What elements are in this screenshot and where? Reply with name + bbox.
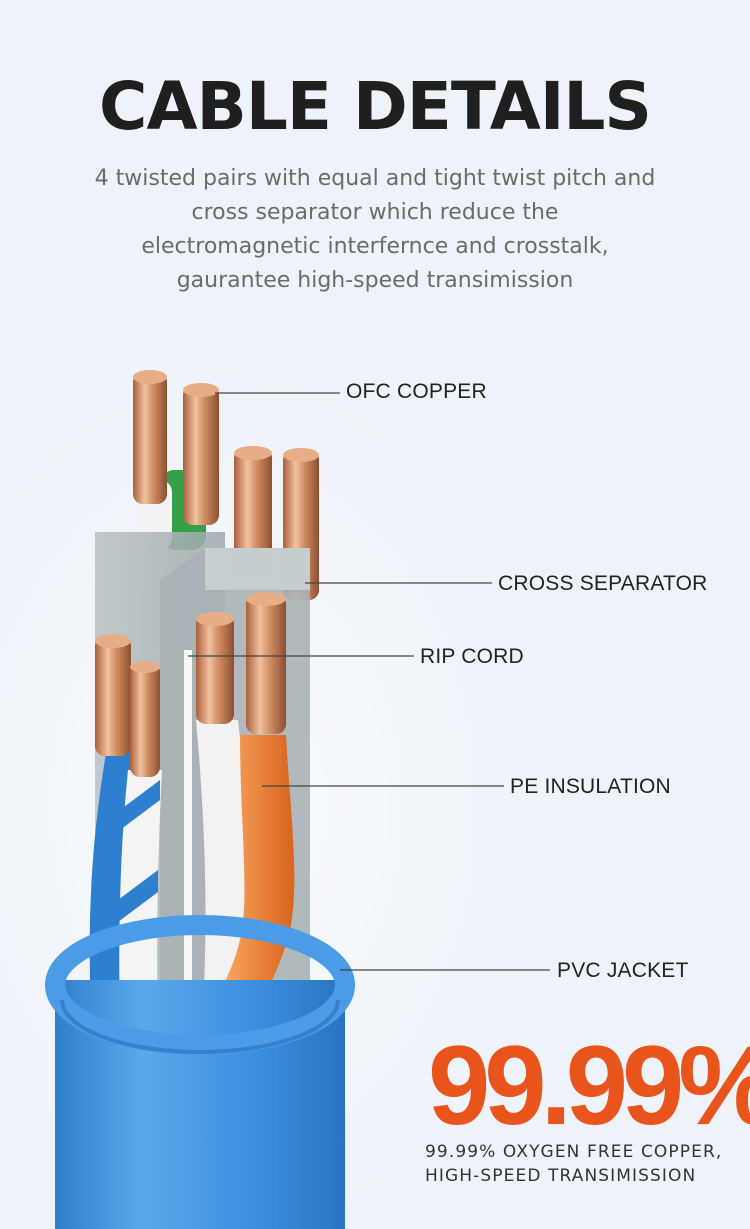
orange-pair	[185, 592, 295, 1050]
blue-pair	[89, 634, 162, 1030]
subtitle-line: gaurantee high-speed transimission	[176, 268, 574, 293]
subtitle-line: 4 twisted pairs with equal and tight twi…	[94, 166, 656, 191]
subtitle-line: electromagnetic interfernce and crosstal…	[141, 234, 609, 259]
caption-line: HIGH-SPEED TRANSIMISSION	[425, 1166, 697, 1186]
copper-conductor	[234, 448, 272, 578]
subtitle-line: cross separator which reduce the	[191, 200, 559, 225]
copper-conductor	[183, 385, 219, 525]
label-ofc-copper: OFC COPPER	[346, 380, 487, 403]
label-rip-cord: RIP CORD	[420, 645, 524, 668]
page-subtitle: 4 twisted pairs with equal and tight twi…	[85, 162, 665, 298]
purity-percentage: 99.99%	[428, 1023, 750, 1148]
purity-caption: 99.99% OXYGEN FREE COPPER, HIGH-SPEED TR…	[425, 1140, 722, 1188]
label-pvc-jacket: PVC JACKET	[557, 959, 689, 982]
copper-conductor	[196, 614, 234, 724]
back-pairs	[133, 370, 319, 600]
copper-conductor	[95, 636, 131, 756]
leader-lines	[188, 392, 550, 971]
label-pe-insulation: PE INSULATION	[510, 775, 671, 798]
page-title: CABLE DETAILS	[99, 68, 652, 145]
rip-cord	[184, 650, 192, 1050]
pvc-jacket	[45, 915, 355, 1229]
label-cross-separator: CROSS SEPARATOR	[498, 572, 708, 595]
caption-line: 99.99% OXYGEN FREE COPPER,	[425, 1142, 723, 1162]
copper-conductor	[246, 594, 286, 734]
copper-conductor	[133, 372, 167, 504]
copper-conductor	[130, 662, 160, 777]
